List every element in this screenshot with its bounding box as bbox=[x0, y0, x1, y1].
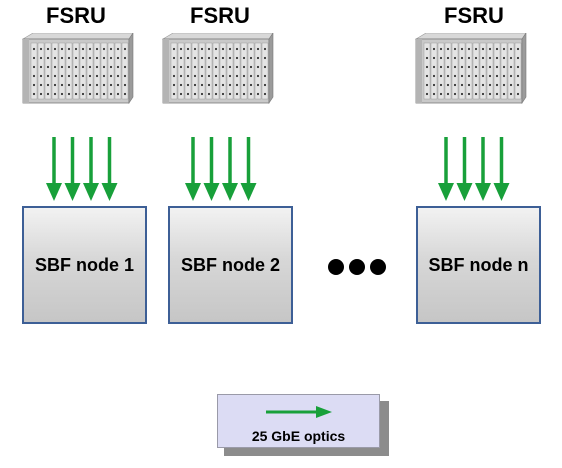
sbf-node-n: SBF node n bbox=[416, 206, 541, 324]
sbf-node-1-label: SBF node 1 bbox=[34, 254, 134, 275]
legend-label: 25 GbE optics bbox=[251, 428, 346, 444]
rack-server-icon-2 bbox=[161, 33, 274, 104]
arrow-down-icon-group-1 bbox=[46, 137, 118, 201]
sbf-node-2: SBF node 2 bbox=[168, 206, 293, 324]
ellipsis-icon bbox=[328, 259, 386, 275]
sbf-node-n-label: SBF node n bbox=[428, 254, 529, 275]
fsru-label-1: FSRU bbox=[46, 3, 106, 28]
arrow-down-icon-group-n bbox=[438, 137, 510, 201]
sbf-node-1: SBF node 1 bbox=[22, 206, 147, 324]
rack-server-icon-n bbox=[414, 33, 527, 104]
arrow-down-icon-group-2 bbox=[185, 137, 257, 201]
legend-arrow-icon bbox=[266, 406, 332, 418]
ellipsis-dot-3 bbox=[370, 259, 386, 275]
fsru-label-n: FSRU bbox=[444, 3, 504, 28]
ellipsis-dot-2 bbox=[349, 259, 365, 275]
fsru-label-2: FSRU bbox=[190, 3, 250, 28]
legend-box: 25 GbE optics bbox=[217, 394, 380, 448]
sbf-node-2-label: SBF node 2 bbox=[180, 254, 280, 275]
rack-server-icon-1 bbox=[21, 33, 134, 104]
ellipsis-dot-1 bbox=[328, 259, 344, 275]
